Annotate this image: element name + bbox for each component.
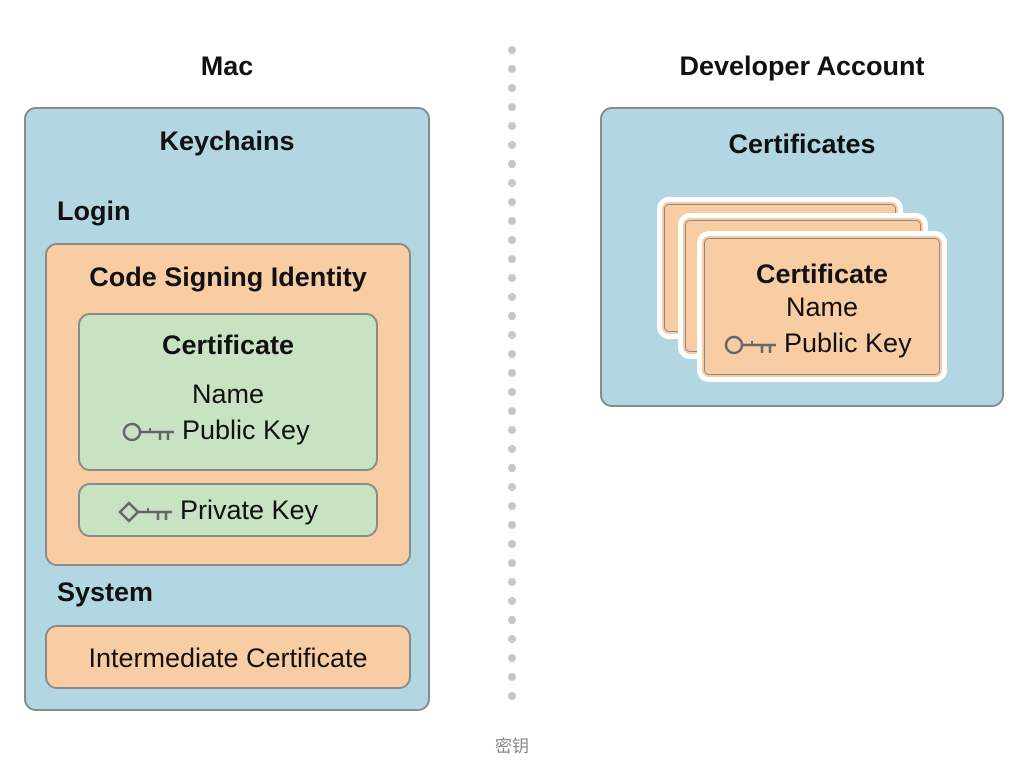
divider-dot xyxy=(508,293,516,301)
certificate-box: Certificate Name Public Key xyxy=(78,313,378,471)
divider-dot xyxy=(508,673,516,681)
divider-dot xyxy=(508,141,516,149)
divider-dot xyxy=(508,426,516,434)
divider-dot xyxy=(508,160,516,168)
login-label: Login xyxy=(57,196,131,226)
keychains-panel: Keychains Login Code Signing Identity Ce… xyxy=(24,107,430,711)
divider-dot xyxy=(508,407,516,415)
card-name-label: Name xyxy=(785,292,859,322)
private-key-label: Private Key xyxy=(180,495,319,525)
divider-dot xyxy=(508,217,516,225)
intermediate-certificate-label: Intermediate Certificate xyxy=(88,643,368,673)
card-public-key-row: Public Key xyxy=(724,328,912,359)
divider-dot xyxy=(508,103,516,111)
divider-dot xyxy=(508,540,516,548)
certificate-title: Certificate xyxy=(161,330,295,360)
divider-dot xyxy=(508,312,516,320)
divider-dot xyxy=(508,65,516,73)
dotted-divider xyxy=(507,46,517,712)
divider-dot xyxy=(508,84,516,92)
code-signing-identity-label: Code Signing Identity xyxy=(89,262,367,292)
keychains-label: Keychains xyxy=(159,126,295,156)
mac-heading: Mac xyxy=(200,51,254,81)
divider-dot xyxy=(508,331,516,339)
card-certificate-title: Certificate xyxy=(755,259,889,289)
divider-dot xyxy=(508,445,516,453)
divider-dot xyxy=(508,616,516,624)
divider-dot xyxy=(508,388,516,396)
divider-dot xyxy=(508,692,516,700)
divider-dot xyxy=(508,255,516,263)
figure-caption: 密钥 xyxy=(495,737,529,757)
certificates-label: Certificates xyxy=(728,129,876,159)
divider-dot xyxy=(508,350,516,358)
private-key-row: Private Key xyxy=(118,495,318,526)
developer-account-heading: Developer Account xyxy=(679,51,925,81)
certificate-name-label: Name xyxy=(191,379,265,409)
divider-dot xyxy=(508,274,516,282)
public-key-icon xyxy=(122,422,174,442)
certificate-card-front: Certificate Name Public Key xyxy=(697,231,947,382)
divider-dot xyxy=(508,521,516,529)
divider-dot xyxy=(508,502,516,510)
divider-dot xyxy=(508,654,516,662)
divider-dot xyxy=(508,483,516,491)
divider-dot xyxy=(508,597,516,605)
certificate-public-key-label: Public Key xyxy=(182,415,310,445)
divider-dot xyxy=(508,635,516,643)
code-signing-identity-box: Code Signing Identity Certificate Name P… xyxy=(45,243,411,566)
divider-dot xyxy=(508,198,516,206)
divider-dot xyxy=(508,236,516,244)
card-public-key-label: Public Key xyxy=(784,328,912,358)
divider-dot xyxy=(508,46,516,54)
divider-dot xyxy=(508,179,516,187)
intermediate-certificate-box: Intermediate Certificate xyxy=(45,625,411,689)
certificate-public-key-row: Public Key xyxy=(122,415,310,446)
divider-dot xyxy=(508,464,516,472)
private-key-box: Private Key xyxy=(78,483,378,537)
divider-dot xyxy=(508,122,516,130)
divider-dot xyxy=(508,559,516,567)
system-label: System xyxy=(57,577,154,607)
divider-dot xyxy=(508,369,516,377)
divider-dot xyxy=(508,578,516,586)
private-key-icon xyxy=(118,501,172,523)
public-key-icon xyxy=(724,335,776,355)
